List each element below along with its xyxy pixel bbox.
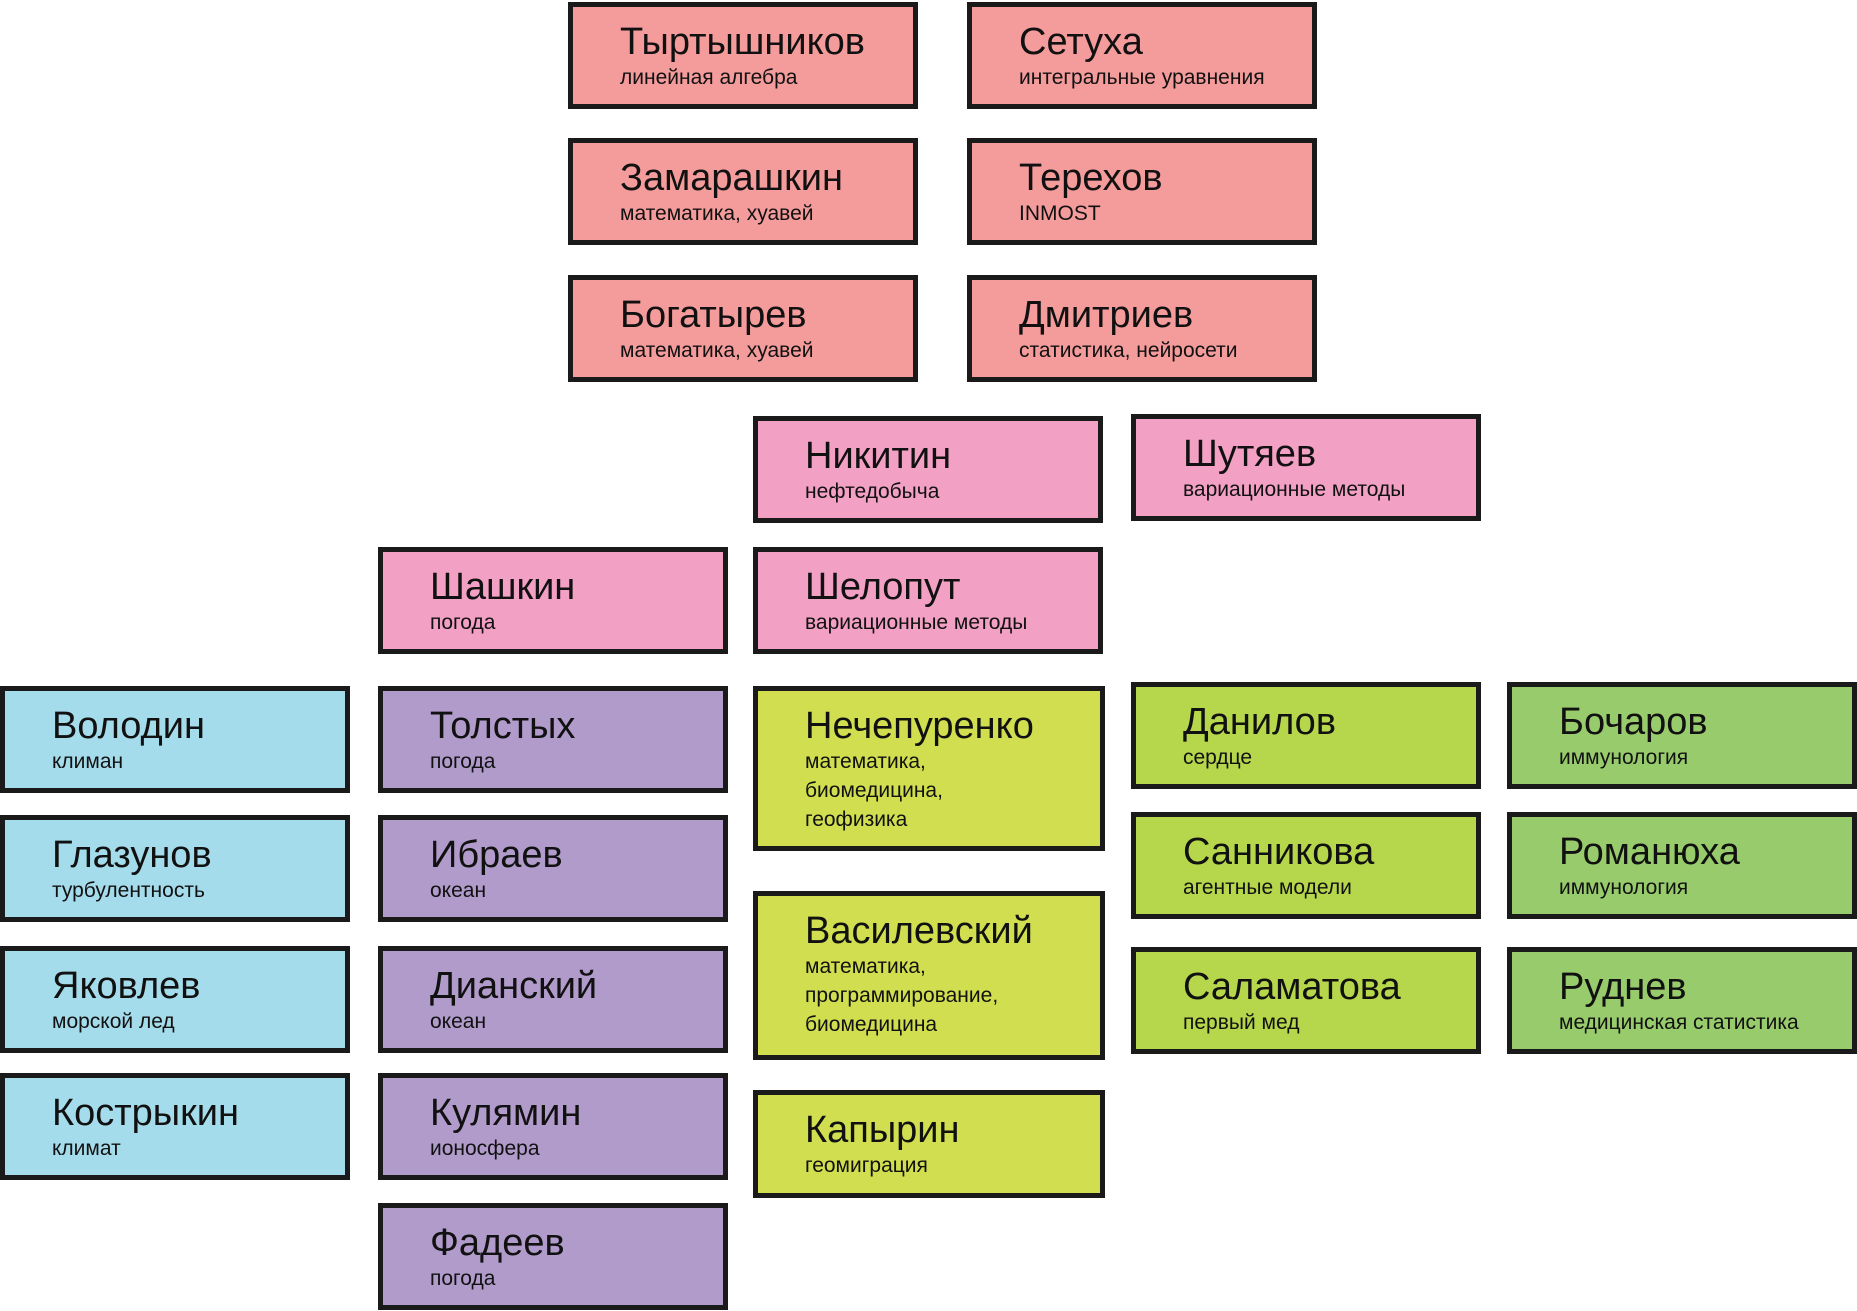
card-name: Романюха [1559,831,1740,873]
card-name: Данилов [1183,701,1337,743]
card-topic: ионосфера [430,1137,540,1160]
card-topic: агентные модели [1183,876,1352,899]
card-glazunov: Глазунов турбулентность [0,815,350,922]
card-name: Кулямин [430,1092,582,1134]
card-topic: математика, программирование, биомедицин… [805,955,999,1036]
card-bogatyrev: Богатырев математика, хуавей [568,275,918,382]
card-name: Капырин [805,1109,960,1151]
card-name: Сетуха [1019,21,1143,63]
card-name: Богатырев [620,294,807,336]
card-yakovlev: Яковлев морской лед [0,946,350,1053]
card-nechepurenko: Нечепуренко математика, биомедицина, гео… [753,686,1105,851]
card-name: Кострыкин [52,1092,239,1134]
card-topic: линейная алгебра [620,66,798,89]
card-topic: геомиграция [805,1154,928,1177]
card-volodin: Володин климан [0,686,350,793]
card-kulyamin: Кулямин ионосфера [378,1073,728,1180]
card-tyrtyshnikov: Тыртышников линейная алгебра [568,2,918,109]
card-name: Терехов [1019,157,1163,199]
card-name: Глазунов [52,834,212,876]
card-dmitriev: Дмитриев статистика, нейросети [967,275,1317,382]
card-name: Шелопут [805,566,961,608]
card-romanyukha: Романюха иммунология [1507,812,1857,919]
card-terekhov: Терехов INMOST [967,138,1317,245]
card-topic: морской лед [52,1010,175,1033]
card-topic: океан [430,1010,487,1033]
card-topic: погода [430,611,496,634]
card-name: Шутяев [1183,433,1317,475]
card-setukha: Сетуха интегральные уравнения [967,2,1317,109]
card-shashkin: Шашкин погода [378,547,728,654]
card-topic: интегральные уравнения [1019,66,1265,89]
card-topic: иммунология [1559,876,1689,899]
card-topic: INMOST [1019,202,1101,225]
card-topic: погода [430,1267,496,1290]
card-topic: математика, биомедицина, геофизика [805,750,943,831]
card-topic: нефтедобыча [805,480,940,503]
card-topic: первый мед [1183,1011,1300,1034]
card-name: Толстых [430,705,576,747]
card-shutyaev: Шутяев вариационные методы [1131,414,1481,521]
card-vasilevskiy: Василевский математика, программирование… [753,891,1105,1060]
card-name: Санникова [1183,831,1375,873]
card-topic: математика, хуавей [620,202,814,225]
card-kostrykin: Кострыкин климат [0,1073,350,1180]
card-topic: иммунология [1559,746,1689,769]
card-zamarashkin: Замарашкин математика, хуавей [568,138,918,245]
card-name: Руднев [1559,966,1687,1008]
card-nikitin: Никитин нефтедобыча [753,416,1103,523]
card-topic: вариационные методы [1183,478,1406,501]
card-name: Фадеев [430,1222,565,1264]
card-name: Шашкин [430,566,576,608]
card-sannikova: Санникова агентные модели [1131,812,1481,919]
card-name: Никитин [805,435,952,477]
card-topic: статистика, нейросети [1019,339,1238,362]
card-name: Яковлев [52,965,201,1007]
card-name: Саламатова [1183,966,1401,1008]
card-topic: океан [430,879,487,902]
card-name: Нечепуренко [805,705,1034,747]
card-topic: турбулентность [52,879,205,902]
card-kapyrin: Капырин геомиграция [753,1090,1105,1198]
card-topic: математика, хуавей [620,339,814,362]
card-topic: вариационные методы [805,611,1028,634]
card-name: Дмитриев [1019,294,1194,336]
card-salamatova: Саламатова первый мед [1131,947,1481,1054]
card-sheloput: Шелопут вариационные методы [753,547,1103,654]
card-name: Володин [52,705,205,747]
card-bocharov: Бочаров иммунология [1507,682,1857,789]
card-name: Бочаров [1559,701,1708,743]
card-topic: климат [52,1137,121,1160]
card-tolstykh: Толстых погода [378,686,728,793]
card-fadeev: Фадеев погода [378,1203,728,1310]
card-topic: медицинская статистика [1559,1011,1799,1034]
card-ibraev: Ибраев океан [378,815,728,922]
card-name: Ибраев [430,834,563,876]
card-name: Тыртышников [620,21,865,63]
card-topic: погода [430,750,496,773]
card-danilov: Данилов сердце [1131,682,1481,789]
card-name: Замарашкин [620,157,843,199]
card-topic: сердце [1183,746,1253,769]
card-topic: климан [52,750,124,773]
card-name: Василевский [805,910,1033,952]
card-name: Дианский [430,965,598,1007]
card-dianskiy: Дианский океан [378,946,728,1053]
card-rudnev: Руднев медицинская статистика [1507,947,1857,1054]
